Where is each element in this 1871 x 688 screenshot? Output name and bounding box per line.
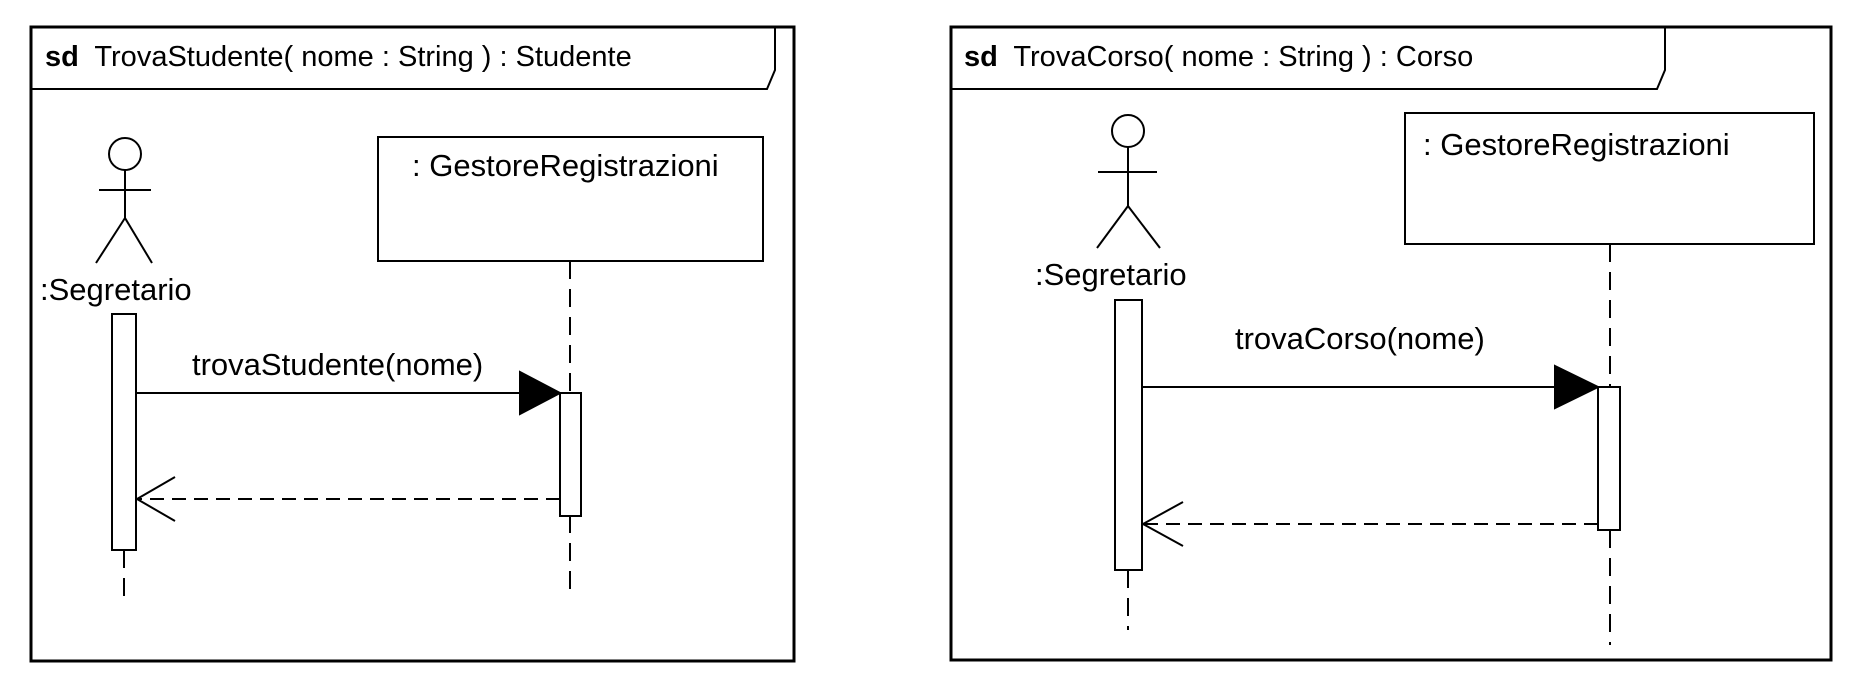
frame-title-tab [31,27,776,90]
frame-title: TrovaStudente( nome : String ) : Student… [94,41,631,73]
actor-label: :Segretario [1035,257,1187,292]
frame-border [949,25,1833,662]
actor-activation-bar [111,313,137,551]
object-activation-bar [1597,386,1621,531]
sequence-diagram-trova-studente: sd TrovaStudente( nome : String ) : Stud… [29,25,796,663]
actor-icon [1096,114,1161,249]
frame-keyword: sd [964,41,998,73]
frame-title: TrovaCorso( nome : String ) : Corso [1013,41,1473,73]
frame-keyword: sd [45,41,79,73]
message-label: trovaCorso(nome) [1235,321,1485,356]
actor-label: :Segretario [40,272,192,307]
sequence-diagram-trova-corso: sd TrovaCorso( nome : String ) : Corso :… [949,25,1833,662]
open-arrowhead-icon [1140,501,1184,547]
svg-text:sd TrovaCorso( nome :: sd TrovaCorso( nome : String ) : Corso [964,41,1473,73]
frame-border [29,25,796,663]
actor-icon [95,137,153,264]
filled-arrowhead-icon [1554,364,1601,410]
filled-arrowhead-icon [519,370,563,416]
actor-activation-bar [1114,299,1143,571]
object-activation-bar [559,392,582,517]
message-label: trovaStudente(nome) [192,347,483,382]
lifeline-label: : GestoreRegistrazioni [412,148,719,183]
frame-title-tab [951,27,1666,90]
svg-text:sd TrovaStudente( nome: sd TrovaStudente( nome : String ) : Stud… [45,41,632,73]
lifeline-label: : GestoreRegistrazioni [1423,127,1730,162]
open-arrowhead-icon [135,476,176,522]
